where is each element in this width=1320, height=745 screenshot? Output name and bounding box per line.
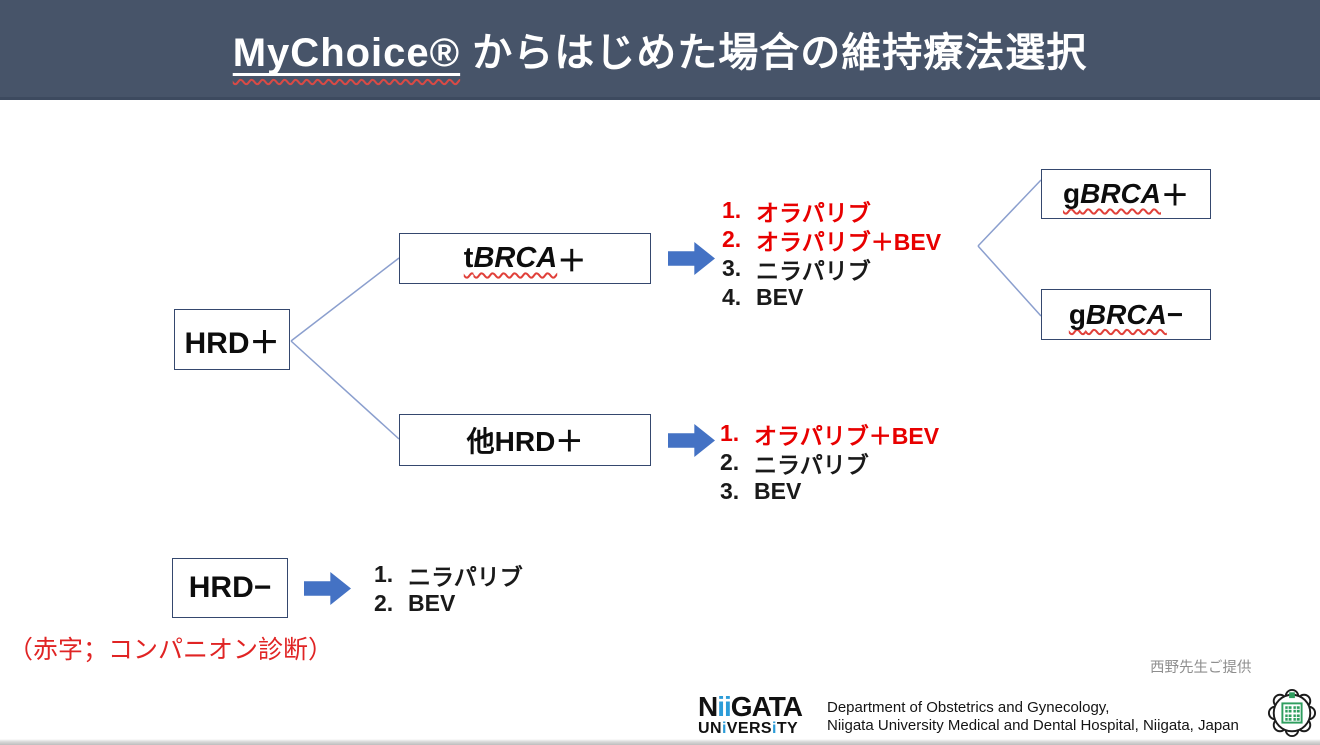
credit-text: 西野先生ご提供 bbox=[1150, 660, 1252, 676]
slide-title: MyChoice® からはじめた場合の維持療法選択 bbox=[233, 20, 1088, 78]
drug-list-item: 2.ニラパリブ bbox=[720, 449, 869, 478]
department-line1: Department of Obstetrics and Gynecology, bbox=[827, 699, 1110, 716]
department-affiliation: Department of Obstetrics and Gynecology,… bbox=[827, 699, 1239, 735]
drug-list-item: 2.BEV bbox=[374, 590, 456, 616]
right-arrow-icon bbox=[668, 242, 715, 275]
connector-list-gbrcaminus bbox=[977, 245, 1042, 317]
title-bar: MyChoice® からはじめた場合の維持療法選択 bbox=[0, 0, 1320, 100]
node-tbrca-plus: tBRCA＋ bbox=[399, 233, 651, 284]
title-product-name: MyChoice® bbox=[232, 30, 461, 75]
drug-list-item: 3.ニラパリブ bbox=[722, 255, 871, 284]
right-arrow-icon bbox=[304, 572, 351, 605]
niigata-university-logo: NiiGATA UNiVERSiTY bbox=[698, 691, 820, 738]
red-text-legend: （赤字；コンパニオン診断） bbox=[8, 636, 334, 664]
logo-wordmark-line2: UNiVERSiTY bbox=[698, 720, 799, 737]
node-hrd-plus: HRD＋ bbox=[174, 309, 290, 370]
drug-list-item: 1.オラパリブ＋BEV bbox=[720, 420, 940, 449]
connector-hrdplus-otherhrd bbox=[290, 340, 400, 440]
node-hrd-plus-label: HRD＋ bbox=[184, 326, 280, 360]
drug-list-item: 2.オラパリブ＋BEV bbox=[722, 226, 942, 255]
node-gbrca-minus: gBRCA− bbox=[1041, 289, 1211, 340]
medical-school-seal-icon bbox=[1267, 688, 1317, 738]
node-other-hrd-plus: 他HRD＋ bbox=[399, 414, 651, 466]
node-gbrca-plus-label: gBRCA bbox=[1062, 178, 1161, 209]
department-line2: Niigata University Medical and Dental Ho… bbox=[827, 717, 1239, 734]
node-other-hrd-plus-label: 他HRD＋ bbox=[466, 426, 584, 457]
node-gbrca-plus: gBRCA＋ bbox=[1041, 169, 1211, 219]
node-hrd-minus-label: HRD− bbox=[188, 571, 272, 604]
bottom-edge-divider bbox=[0, 739, 1320, 745]
logo-wordmark-line1: NiiGATA bbox=[698, 691, 803, 722]
drug-list-item: 3.BEV bbox=[720, 478, 802, 504]
node-gbrca-minus-label: gBRCA bbox=[1068, 298, 1167, 330]
drug-list-item: 4.BEV bbox=[722, 284, 804, 310]
drug-list-item: 1.オラパリブ bbox=[722, 197, 871, 226]
drug-list-item: 1.ニラパリブ bbox=[374, 561, 523, 590]
connector-hrdplus-tbrca bbox=[290, 257, 400, 342]
right-arrow-icon bbox=[668, 424, 715, 457]
node-hrd-minus: HRD− bbox=[172, 558, 288, 618]
node-tbrca-plus-label: tBRCA bbox=[463, 242, 558, 274]
connector-list-gbrcaplus bbox=[977, 179, 1042, 247]
title-rest: からはじめた場合の維持療法選択 bbox=[460, 30, 1088, 75]
